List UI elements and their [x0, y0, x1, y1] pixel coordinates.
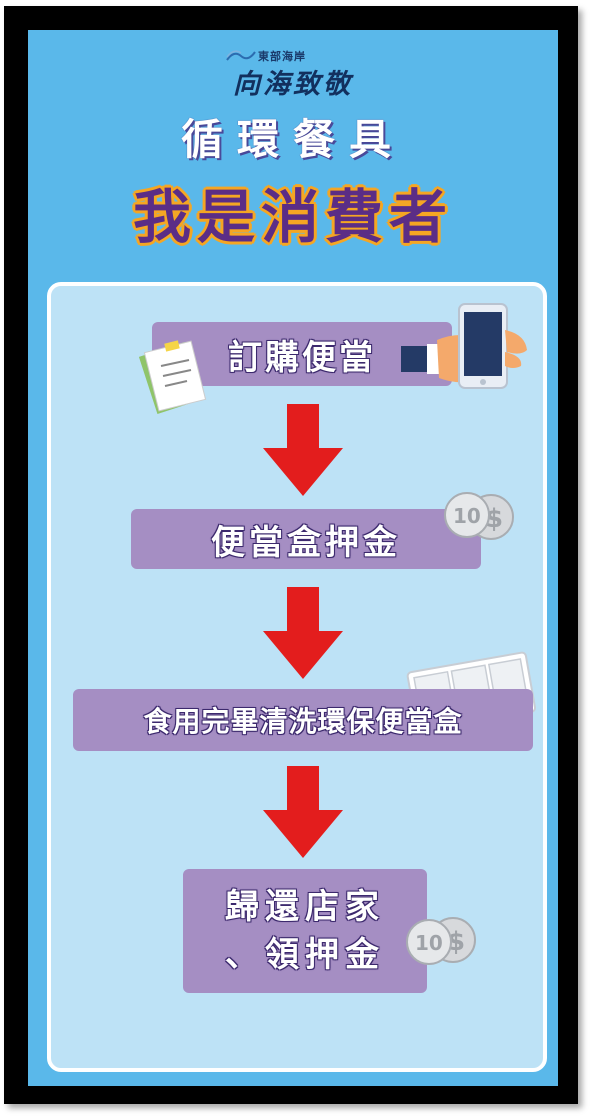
- logo: 東部海岸 向海致敬: [28, 48, 558, 100]
- wave-icon: [226, 50, 256, 61]
- phone-hand-icon: [401, 303, 527, 389]
- coin-label: 10: [453, 504, 481, 528]
- coin-label: 10: [415, 931, 443, 955]
- logo-small-text: 東部海岸: [258, 50, 306, 63]
- steps-panel: 訂購便當 便當盒押金: [47, 282, 547, 1072]
- arrow-down-icon: [263, 404, 343, 496]
- page-title: 我是消費者: [132, 183, 453, 251]
- poster: 東部海岸 向海致敬 循環餐具 我是消費者 訂購便當: [28, 30, 558, 1086]
- logo-big-text: 向海致敬: [233, 69, 353, 100]
- arrow-down-icon: [263, 766, 343, 858]
- step-return-get-deposit: 歸還店家 、領押金: [183, 869, 427, 993]
- step-wash-lunchbox: 食用完畢清洗環保便當盒: [73, 689, 533, 751]
- step-return-line2: 、領押金: [225, 935, 385, 975]
- step-lunchbox-deposit: 便當盒押金: [131, 509, 481, 569]
- arrow-down-icon: [263, 587, 343, 679]
- poster-frame: 東部海岸 向海致敬 循環餐具 我是消費者 訂購便當: [4, 6, 578, 1104]
- step-return-line1: 歸還店家: [225, 887, 385, 927]
- subtitle: 循環餐具: [180, 115, 405, 164]
- coin-icon: $ 10: [406, 917, 476, 965]
- svg-text:$: $: [447, 927, 465, 957]
- paper-note-icon: [139, 340, 207, 414]
- coin-icon: $ 10: [444, 492, 514, 540]
